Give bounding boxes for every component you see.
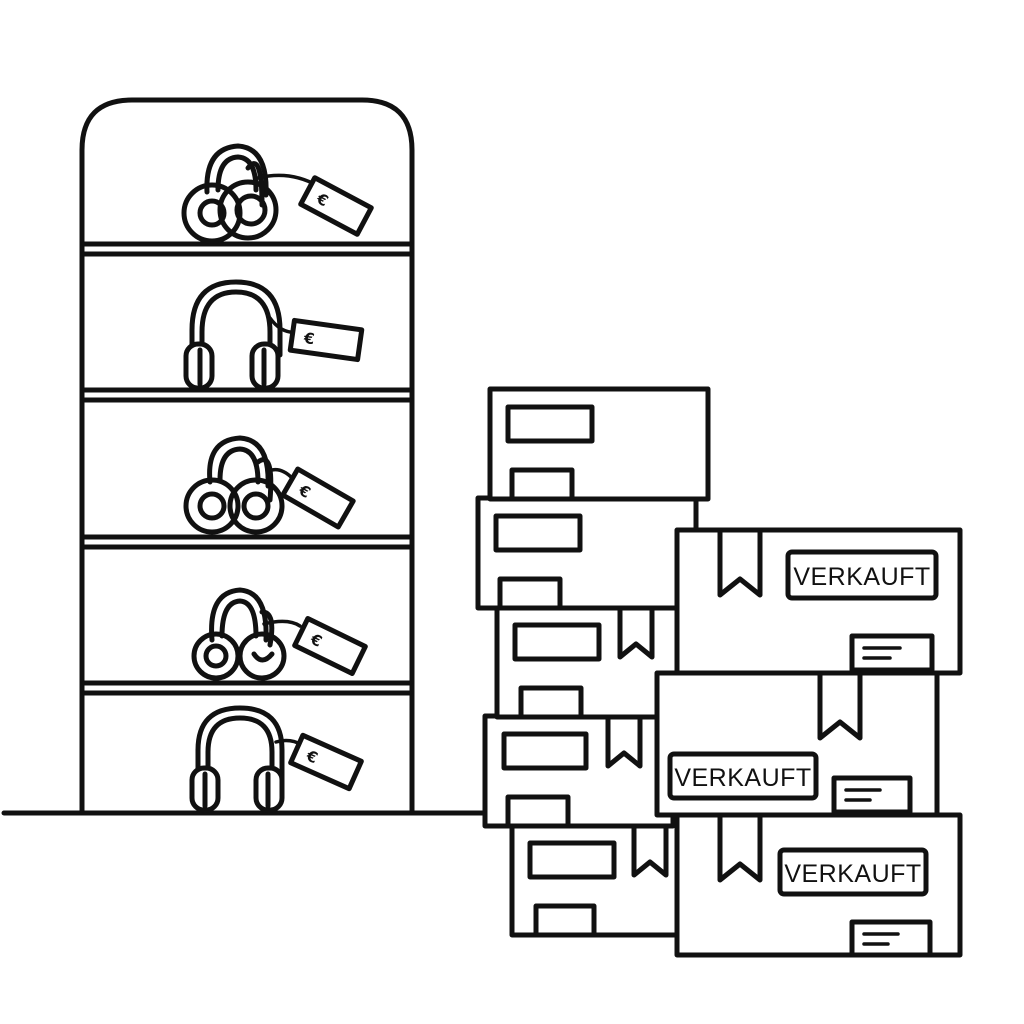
box bbox=[509, 822, 690, 938]
earbud-headphones-icon bbox=[183, 435, 285, 535]
shelf-frame bbox=[79, 97, 415, 815]
tag-string bbox=[270, 467, 294, 480]
headphones-icon bbox=[189, 705, 285, 813]
box bbox=[487, 386, 711, 502]
left-box-stack bbox=[475, 386, 711, 938]
price-tag-symbol: € bbox=[302, 329, 316, 348]
shelf: € € bbox=[79, 97, 415, 815]
price-tag-icon: € bbox=[288, 732, 364, 792]
sold-box: VERKAUFT bbox=[674, 527, 963, 676]
price-tag-icon: € bbox=[280, 466, 356, 530]
price-tag-icon: € bbox=[292, 615, 368, 677]
sold-label: VERKAUFT bbox=[793, 563, 930, 591]
shelf-compartment-1: € bbox=[181, 143, 374, 244]
shelf-compartment-2: € bbox=[183, 279, 365, 391]
shelf-compartment-3: € bbox=[183, 435, 356, 535]
box bbox=[475, 495, 699, 611]
headphones-icon bbox=[183, 279, 283, 391]
earbud-headphones-icon bbox=[181, 143, 279, 244]
shelf-compartment-4: € bbox=[191, 587, 368, 681]
sold-label: VERKAUFT bbox=[674, 764, 811, 792]
price-tag-icon: € bbox=[298, 175, 374, 237]
box bbox=[494, 604, 680, 720]
sold-box-stack: VERKAUFT VERKAUFT VERKAUFT bbox=[654, 527, 963, 958]
shelf-compartment-5: € bbox=[189, 705, 364, 813]
sold-box: VERKAUFT bbox=[654, 670, 940, 818]
box bbox=[482, 713, 676, 829]
shelf-boards bbox=[81, 241, 413, 696]
earbud-headphones-icon bbox=[191, 587, 287, 681]
price-tag-icon: € bbox=[287, 317, 365, 363]
sold-label: VERKAUFT bbox=[784, 860, 921, 888]
tag-string bbox=[262, 619, 302, 628]
sold-box: VERKAUFT bbox=[674, 812, 963, 958]
